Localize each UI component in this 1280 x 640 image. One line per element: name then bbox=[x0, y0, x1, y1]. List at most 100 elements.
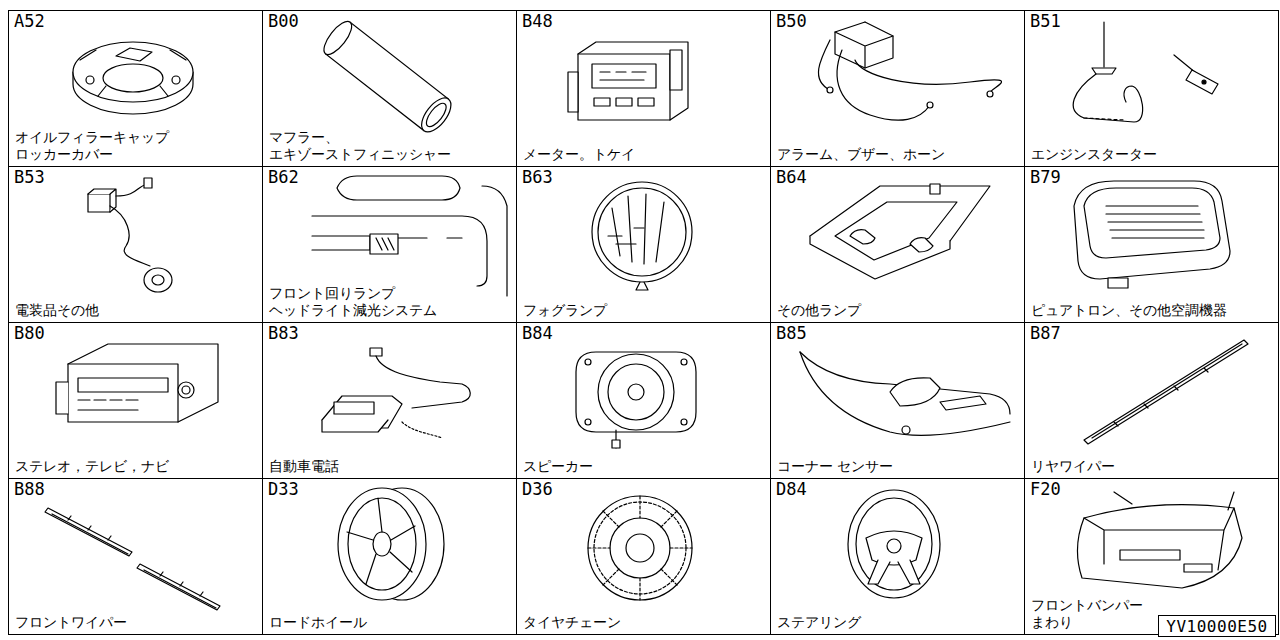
catalog-cell: D36タイヤチェーン bbox=[516, 478, 771, 635]
stereo-drawing-part bbox=[56, 382, 68, 414]
road-wheel-drawing-part bbox=[373, 532, 391, 556]
fog-lamp-drawing-part bbox=[612, 194, 664, 264]
corner-sensor-drawing bbox=[800, 352, 1010, 435]
engine-starter-drawing-part bbox=[1103, 22, 1104, 67]
steering-drawing-part bbox=[887, 539, 901, 553]
part-name: ステレオ，テレビ，ナビ bbox=[15, 458, 169, 475]
part-name: スピーカー bbox=[523, 458, 593, 475]
engine-starter-drawing-part bbox=[1186, 70, 1218, 94]
stereo-drawing-part bbox=[78, 400, 138, 410]
front-bumper-drawing-part bbox=[1114, 492, 1234, 510]
room-lamp-drawing-part bbox=[850, 230, 875, 244]
catalog-cell: B79ピュアトロン、その他空調機器 bbox=[1024, 166, 1279, 323]
catalog-cell: B88 フロントワイパー bbox=[8, 478, 263, 635]
meter-drawing-part bbox=[616, 98, 632, 106]
alarm-drawing-part bbox=[835, 22, 893, 68]
section-code: B79 bbox=[1030, 168, 1061, 187]
car-phone-drawing-part bbox=[402, 422, 442, 438]
steering-drawing-part bbox=[856, 498, 932, 590]
rear-wiper-drawing-part bbox=[1092, 344, 1242, 438]
alarm-drawing-part bbox=[837, 50, 930, 120]
electrical-drawing-part bbox=[144, 178, 152, 188]
speaker-drawing-part bbox=[628, 384, 644, 400]
speaker-drawing-part bbox=[585, 359, 591, 365]
alarm-drawing-part bbox=[855, 60, 1002, 94]
tire-chain-drawing-part bbox=[594, 502, 686, 594]
part-name: ステアリング bbox=[777, 614, 861, 631]
part-name: タイヤチェーン bbox=[523, 614, 621, 631]
part-name: ロードホイール bbox=[269, 614, 367, 631]
electrical-drawing-part bbox=[110, 184, 150, 266]
stereo-drawing-part bbox=[68, 364, 178, 422]
road-wheel-drawing bbox=[338, 488, 444, 600]
car-phone-drawing-part bbox=[322, 420, 388, 432]
front-lamp-drawing-part bbox=[370, 234, 398, 254]
catalog-cell: B51 エンジンスターター bbox=[1024, 10, 1279, 167]
electrical-drawing-part bbox=[88, 189, 116, 212]
air-purifier-drawing-part bbox=[1074, 181, 1230, 279]
room-lamp-drawing-part bbox=[835, 202, 957, 260]
part-name: 電装品その他 bbox=[15, 302, 99, 319]
meter-drawing-part bbox=[578, 42, 688, 120]
part-name: その他ランプ bbox=[777, 302, 861, 319]
part-name: エンジンスターター bbox=[1031, 146, 1157, 163]
fog-lamp-drawing-part bbox=[598, 188, 686, 276]
speaker-drawing bbox=[576, 352, 696, 448]
meter-drawing-part bbox=[594, 98, 610, 106]
front-wiper-drawing bbox=[45, 508, 220, 610]
catalog-cell: B00マフラー、 エキゾーストフィニッシャー bbox=[262, 10, 517, 167]
electrical-drawing-part bbox=[88, 194, 110, 212]
fog-lamp-drawing-part bbox=[592, 182, 692, 282]
catalog-cell: F20フロントバンパー まわり bbox=[1024, 478, 1279, 635]
road-wheel-drawing-part bbox=[348, 498, 416, 590]
section-code: B87 bbox=[1030, 324, 1061, 343]
electrical-drawing-part bbox=[152, 275, 164, 285]
stereo-drawing-part bbox=[178, 382, 194, 398]
air-purifier-drawing-part bbox=[1106, 206, 1204, 238]
front-wiper-drawing-part bbox=[52, 514, 128, 554]
meter-drawing-part bbox=[638, 98, 654, 106]
oil-cap-drawing-part bbox=[86, 76, 94, 84]
front-wiper-drawing-part bbox=[144, 570, 216, 608]
engine-starter-drawing-part bbox=[1084, 118, 1124, 120]
steering-drawing-part bbox=[848, 490, 940, 598]
meter-drawing-part bbox=[670, 50, 682, 90]
speaker-drawing-part bbox=[598, 354, 674, 430]
room-lamp-drawing-part bbox=[910, 238, 933, 252]
fog-lamp-drawing-part bbox=[636, 282, 648, 290]
road-wheel-drawing-part bbox=[338, 488, 426, 600]
drawing-number-box: YV10000E50 bbox=[1158, 615, 1276, 637]
stereo-drawing-part bbox=[78, 378, 168, 392]
front-lamp-drawing-part bbox=[376, 238, 394, 250]
meter-drawing-part bbox=[578, 54, 670, 120]
air-purifier-drawing-part bbox=[1108, 278, 1128, 288]
part-name: フロントワイパー bbox=[15, 614, 127, 631]
catalog-cell: B53電装品その他 bbox=[8, 166, 263, 323]
section-code: B62 bbox=[268, 168, 299, 187]
room-lamp-drawing bbox=[810, 184, 990, 279]
fog-lamp-drawing bbox=[592, 182, 692, 290]
speaker-drawing-part bbox=[608, 364, 664, 420]
speaker-drawing-part bbox=[576, 352, 696, 432]
drawing-number: YV10000E50 bbox=[1166, 617, 1267, 636]
front-lamp-drawing-part bbox=[337, 176, 460, 200]
section-code: B83 bbox=[268, 324, 299, 343]
car-phone-drawing-part bbox=[370, 348, 382, 356]
meter-drawing-part bbox=[568, 72, 578, 112]
part-name: フォグランプ bbox=[523, 302, 607, 319]
engine-starter-drawing-part bbox=[1092, 68, 1116, 74]
car-phone-drawing bbox=[322, 348, 470, 438]
part-name: 自動車電話 bbox=[269, 458, 339, 475]
oil-cap-drawing-part bbox=[116, 48, 152, 61]
tire-chain-drawing bbox=[588, 496, 692, 600]
section-code: B00 bbox=[268, 12, 299, 31]
road-wheel-drawing-part bbox=[347, 498, 415, 584]
corner-sensor-drawing-part bbox=[890, 378, 940, 406]
section-code: B88 bbox=[14, 480, 45, 499]
fog-lamp-drawing-part bbox=[608, 228, 644, 244]
meter-drawing-part bbox=[600, 72, 646, 80]
part-name: メーター。トケイ bbox=[523, 146, 635, 163]
catalog-cell: B85コーナー センサー bbox=[770, 322, 1025, 479]
section-code: B51 bbox=[1030, 12, 1061, 31]
